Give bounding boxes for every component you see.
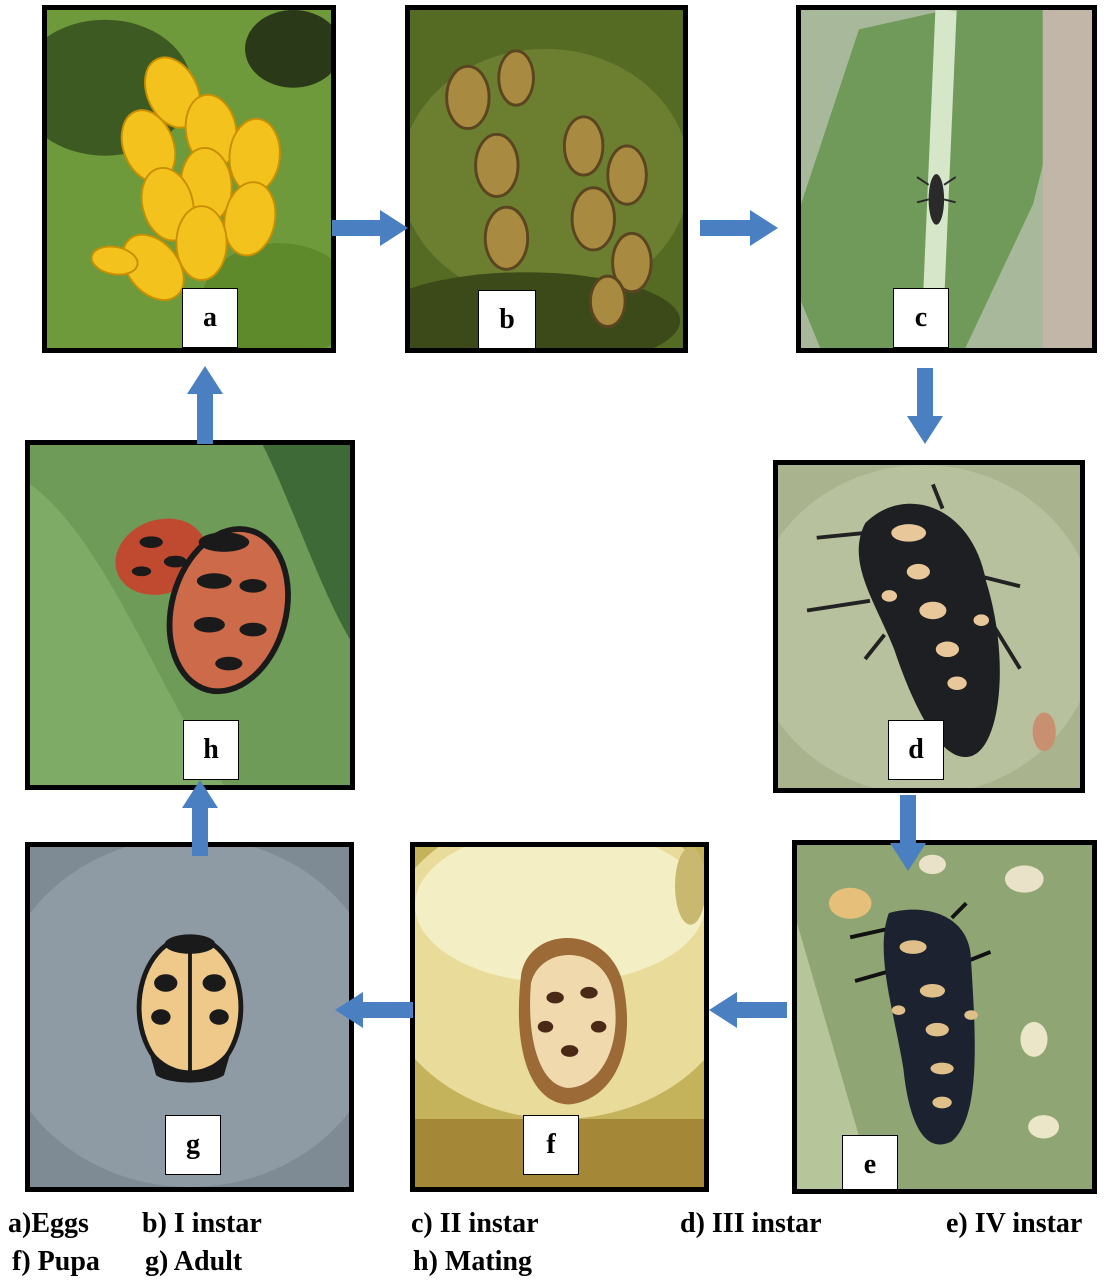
panel-g-adult: g: [25, 842, 354, 1192]
legend-adult: g) Adult: [145, 1246, 242, 1278]
arrow-g-to-h: [180, 778, 220, 856]
stage-label-f: f: [523, 1115, 579, 1175]
panel-d-third-instar: d: [773, 460, 1085, 793]
first-instar-photo: [410, 10, 683, 348]
arrow-h-to-a: [185, 364, 225, 444]
panel-h-mating: h: [25, 440, 355, 790]
panel-e-fourth-instar: e: [792, 840, 1097, 1194]
stage-label-b: b: [478, 290, 536, 350]
stage-label-a: a: [182, 288, 238, 348]
legend-pupa: f) Pupa: [12, 1246, 100, 1278]
stage-label-g: g: [165, 1115, 221, 1175]
panel-a-eggs: a: [42, 5, 336, 353]
legend-mating: h) Mating: [413, 1246, 532, 1278]
arrow-a-to-b: [332, 208, 410, 248]
stage-label-c: c: [893, 288, 949, 348]
panel-f-pupa: f: [410, 842, 709, 1192]
stage-label-d: d: [888, 720, 944, 780]
arrow-d-to-e: [888, 795, 928, 873]
panel-c-second-instar: c: [796, 5, 1097, 353]
panel-b-first-instar: b: [405, 5, 688, 353]
legend-eggs: a)Eggs: [8, 1208, 89, 1240]
legend-first-instar: b) I instar: [142, 1208, 262, 1240]
arrow-e-to-f: [705, 990, 787, 1030]
legend-third-instar: d) III instar: [680, 1208, 822, 1240]
legend-fourth-instar: e) IV instar: [946, 1208, 1082, 1240]
arrow-f-to-g: [333, 990, 413, 1030]
stage-label-e: e: [842, 1135, 898, 1194]
stage-label-h: h: [183, 720, 239, 780]
arrow-b-to-c: [700, 208, 780, 248]
arrow-c-to-d: [905, 368, 945, 446]
legend-second-instar: c) II instar: [411, 1208, 539, 1240]
